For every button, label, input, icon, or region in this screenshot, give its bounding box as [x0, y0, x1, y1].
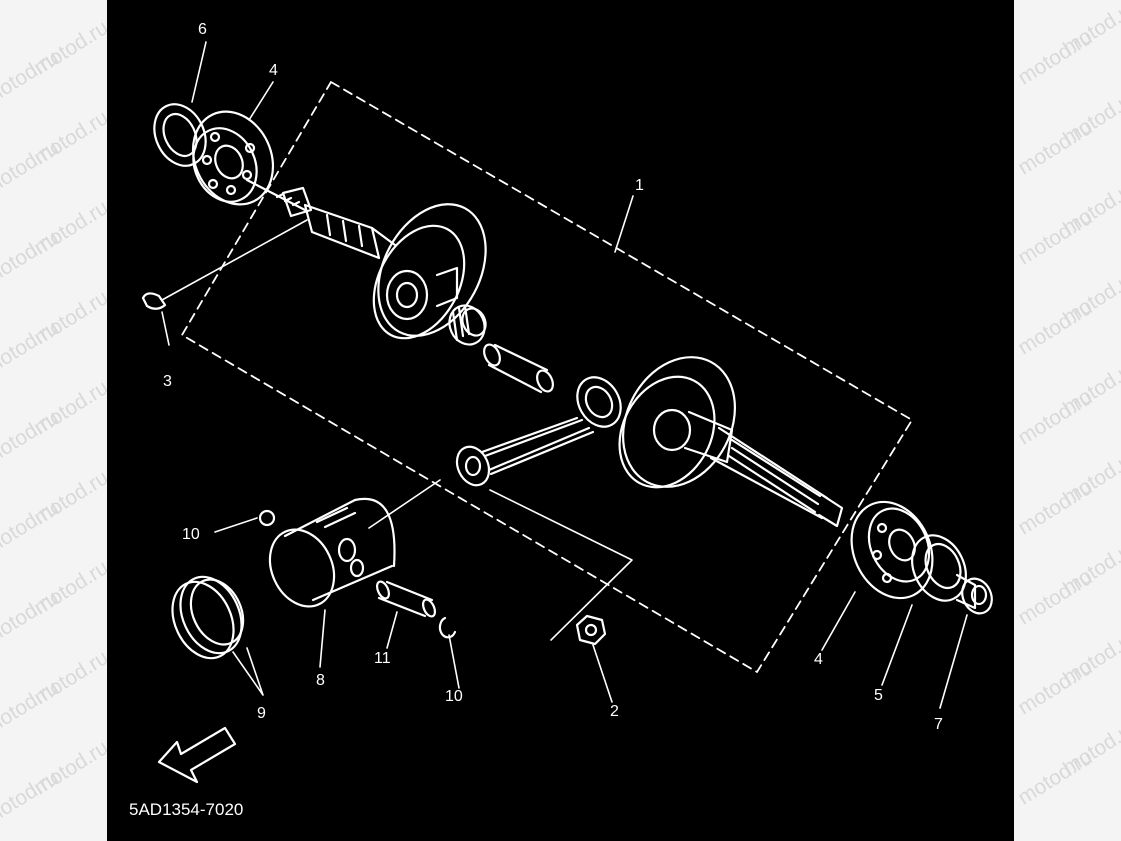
connecting-rod	[455, 376, 622, 487]
crank-pin	[483, 343, 554, 394]
crank-half-right	[618, 356, 844, 528]
crank-nut	[575, 614, 607, 646]
callout-10-right: 10	[445, 688, 463, 705]
callout-4-right: 4	[814, 651, 823, 668]
watermark-text: motod.ru	[30, 16, 107, 80]
watermark-text: motod.ru	[30, 466, 107, 530]
callout-5: 5	[874, 687, 883, 704]
watermark-text: motod.ru	[30, 196, 107, 260]
bearing-right	[850, 500, 934, 600]
piston-pin-clip-right	[438, 616, 457, 639]
watermark-text: motod.ru	[30, 286, 107, 350]
diagram-drawing	[141, 41, 993, 784]
leader-lines	[161, 41, 968, 709]
watermark-text: motod.ru	[30, 376, 107, 440]
crank-half-left	[245, 178, 487, 340]
watermark-text: motod.ru	[30, 556, 107, 620]
exploded-parts-diagram: 6 4 1 3 10 8 11 10 9 2 4 5 7 FWD 5AD1354…	[107, 0, 1014, 841]
piston-rings	[171, 575, 245, 660]
bearing-top	[191, 110, 275, 206]
callout-2: 2	[610, 703, 619, 720]
piston	[268, 497, 396, 608]
piston-pin-clip-left	[258, 509, 276, 527]
piston-pin	[375, 580, 437, 618]
part-code: 5AD1354-7020	[129, 800, 244, 819]
collar	[955, 573, 993, 615]
needle-bearing	[448, 304, 487, 346]
key-leader-line	[161, 219, 308, 301]
oil-seal-right	[911, 534, 967, 602]
watermark-text: motod.ru	[1059, 0, 1121, 60]
callout-6: 6	[198, 21, 207, 38]
callout-9: 9	[257, 705, 266, 722]
fwd-arrow-icon	[157, 726, 237, 784]
watermark-text: motod.ru	[30, 106, 107, 170]
callout-10-left: 10	[182, 526, 200, 543]
watermark-text: motod.ru	[30, 646, 107, 710]
left-margin: motod.ru motod.ru motod.ru motod.ru motod.ru…	[0, 0, 107, 841]
watermark-text: motod.ru	[30, 736, 107, 800]
crankshaft-assembly-boundary	[181, 81, 913, 673]
callout-4-top: 4	[269, 62, 278, 79]
callout-7: 7	[934, 716, 943, 733]
woodruff-key	[141, 292, 167, 310]
callout-3: 3	[163, 373, 172, 390]
callout-8: 8	[316, 672, 325, 689]
callout-11: 11	[374, 650, 391, 667]
callout-1: 1	[635, 177, 644, 194]
